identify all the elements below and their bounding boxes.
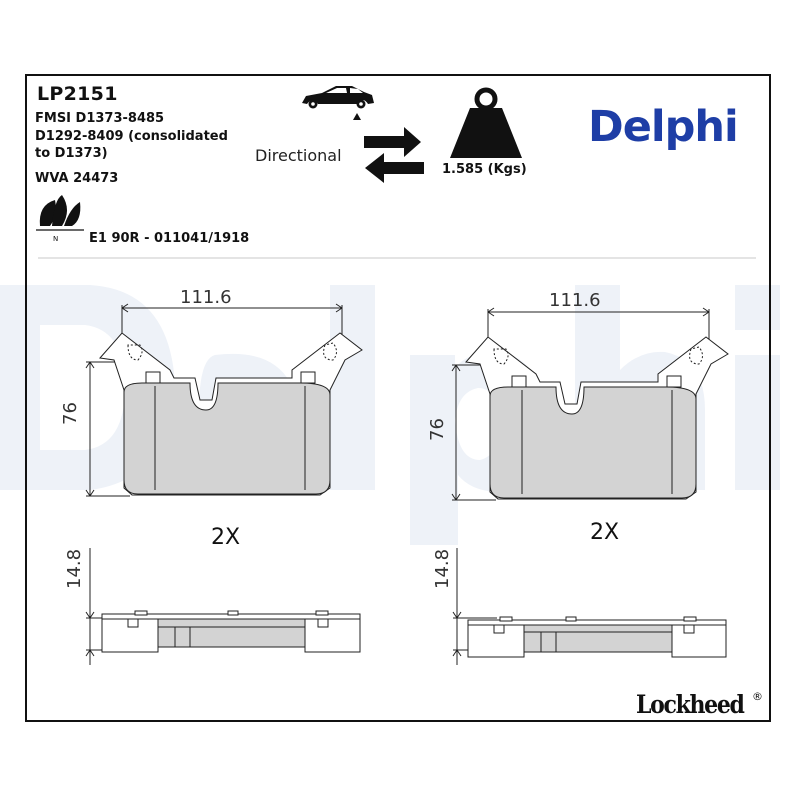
fmsi-code-line-1: FMSI D1373-8485 — [35, 111, 165, 126]
lockheed-logo: Lockheed — [636, 690, 745, 719]
directional-label: Directional — [255, 146, 342, 165]
eco-leaf-icon: N — [36, 195, 84, 243]
car-icon — [302, 86, 374, 120]
fmsi-code-line-3: to D1373) — [35, 146, 108, 161]
weight-value: 1.585 (Kgs) — [442, 162, 527, 177]
eco-label: N — [53, 235, 58, 243]
quantity-left: 2X — [211, 525, 241, 550]
wva-number: WVA 24473 — [35, 171, 119, 186]
fmsi-code-line-2: D1292-8409 (consolidated — [35, 129, 228, 144]
approval-number: E1 90R - 011041/1918 — [89, 231, 250, 246]
quantity-right: 2X — [590, 520, 620, 545]
pad-side-view-right — [452, 548, 727, 665]
front-width-right: 111.6 — [549, 290, 601, 311]
direction-arrows-icon — [364, 127, 424, 183]
registered-mark: ® — [752, 690, 763, 703]
weight-icon — [450, 87, 522, 158]
brand-logo: Delphi — [588, 102, 739, 152]
front-width-left: 111.6 — [180, 287, 232, 308]
pad-front-view-right — [451, 307, 729, 501]
part-number: LP2151 — [37, 83, 118, 105]
pad-side-view-left — [85, 548, 361, 665]
drawing-frame — [25, 74, 771, 722]
pad-front-view-left — [85, 303, 363, 497]
